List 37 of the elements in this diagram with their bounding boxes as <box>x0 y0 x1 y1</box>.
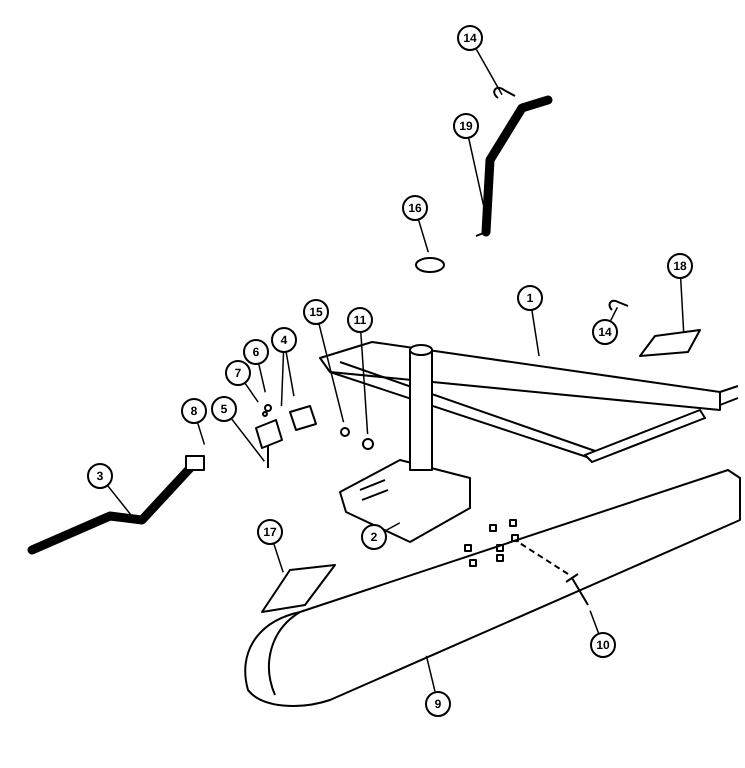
callout-number: 10 <box>590 632 616 658</box>
leader-line <box>360 332 368 434</box>
callout-number: 14 <box>457 25 483 51</box>
callout-number: 3 <box>87 463 113 489</box>
leader-line <box>280 352 284 406</box>
callout-number: 5 <box>211 396 237 422</box>
leader-line <box>476 48 503 96</box>
leader-line <box>258 364 266 392</box>
leader-line <box>426 656 436 692</box>
callout-number: 19 <box>453 113 479 139</box>
leader-line <box>231 418 265 462</box>
callout-number: 8 <box>181 398 207 424</box>
callout-number: 9 <box>425 691 451 717</box>
leader-line <box>318 324 344 422</box>
leader-line <box>610 307 618 321</box>
callout-number: 1 <box>517 285 543 311</box>
leader-line <box>108 486 132 516</box>
leader-line <box>244 383 259 403</box>
callout-number: 14 <box>592 319 618 345</box>
leader-line <box>589 610 600 634</box>
callout-number: 4 <box>271 327 297 353</box>
callout-number: 17 <box>257 519 283 545</box>
callout-number: 6 <box>243 339 269 365</box>
leader-line <box>286 352 295 396</box>
callout-number: 7 <box>225 360 251 386</box>
callout-number: 16 <box>402 195 428 221</box>
leader-line <box>197 423 206 445</box>
callout-number: 2 <box>361 524 387 550</box>
leader-line <box>680 278 684 332</box>
leader-line <box>531 310 540 356</box>
leader-line <box>418 220 429 252</box>
leader-line <box>468 138 484 206</box>
callout-number: 15 <box>303 299 329 325</box>
callout-number: 11 <box>347 307 373 333</box>
callout-number: 18 <box>667 253 693 279</box>
leader-line <box>273 544 284 573</box>
leader-line <box>385 522 400 532</box>
